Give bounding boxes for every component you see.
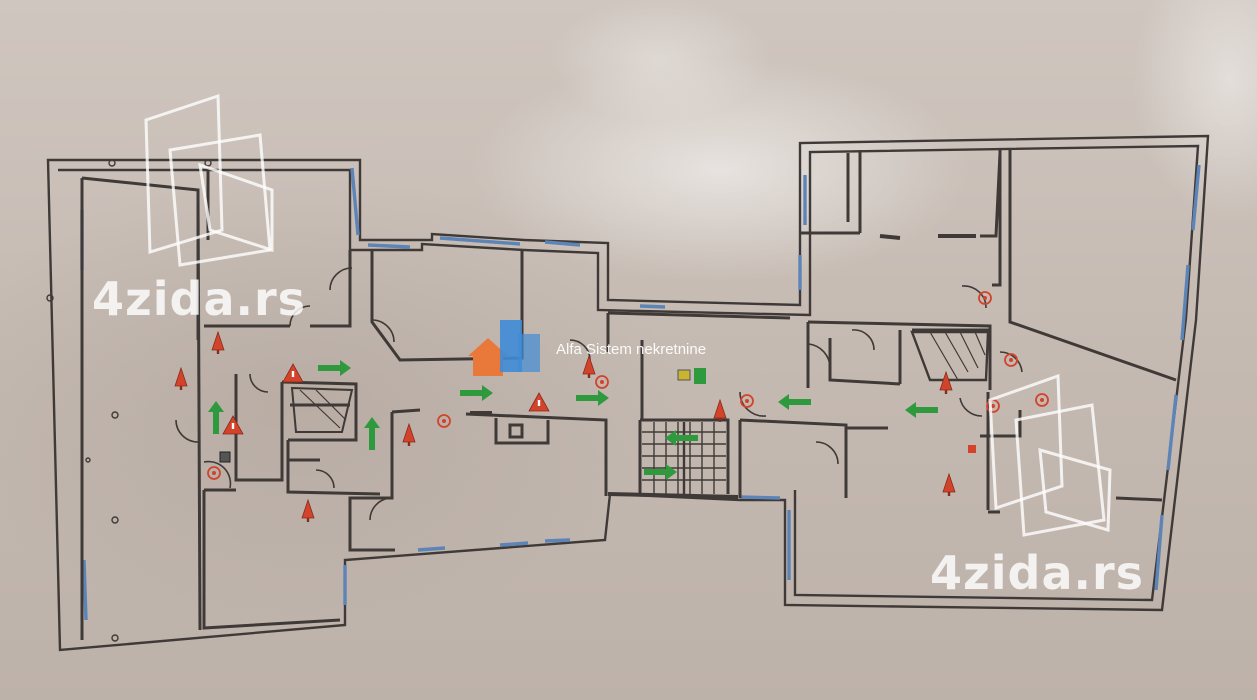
exit-arrow-left-icon [905,402,938,418]
exit-arrow-right-icon [460,385,493,401]
exit-arrow-right-icon [576,390,609,406]
left-wing-outer-wall [46,134,1210,652]
interior-walls [80,148,1177,640]
exit-arrow-right-icon [644,464,677,480]
exit-arrow-left-icon [778,394,811,410]
agency-logo [468,320,540,376]
watermark-text-top-left: 4zida.rs [92,272,307,326]
exit-arrow-up-icon [208,401,224,434]
exit-arrow-right-icon [318,360,351,376]
watermark-logo-bottom [988,373,1112,537]
watermark-logo-top [144,93,274,267]
agency-name: Alfa Sistem nekretnine [556,341,707,358]
windows [80,164,1201,621]
smoke-detector-icons [207,291,1049,480]
staircase-right [910,330,990,382]
watermark-text-bottom-right: 4zida.rs [930,546,1145,600]
staircase [642,422,726,494]
exit-arrow-up-icon [364,417,380,450]
